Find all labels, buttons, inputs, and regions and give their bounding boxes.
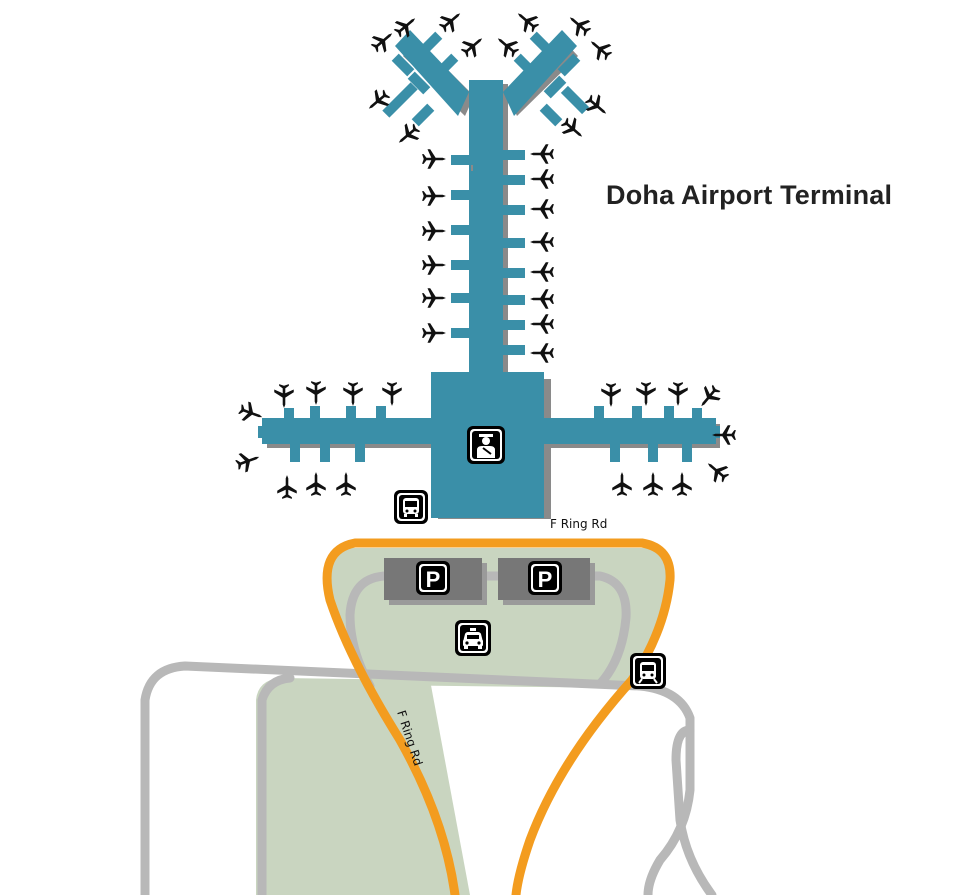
airplane-icon [422, 323, 446, 343]
airplane-icon [306, 381, 326, 405]
airplane-icon [530, 343, 554, 363]
airplane-icon [701, 455, 733, 487]
airplane-icon [557, 113, 589, 145]
airplane-icon [422, 288, 446, 308]
airplane-icon [530, 262, 554, 282]
parking-label: P [538, 567, 553, 592]
airplane-icon [367, 25, 399, 57]
airplane-icon [422, 255, 446, 275]
check-in-icon[interactable] [467, 426, 505, 464]
service-road-right-inner [671, 725, 717, 895]
airplane-icon [584, 33, 616, 65]
ring-road [322, 538, 675, 895]
airplane-icon [693, 381, 725, 413]
parking-icon[interactable]: P [528, 561, 562, 595]
airplane-icon [491, 30, 523, 62]
taxi-icon[interactable] [455, 620, 491, 656]
terminal-building [258, 30, 720, 519]
airplane-icon [530, 169, 554, 189]
airplane-icon [636, 382, 656, 406]
airplane-icon [530, 289, 554, 309]
airplane-icon [530, 144, 554, 164]
ring-road-label-top: F Ring Rd [550, 517, 607, 531]
airplane-icon [457, 30, 489, 62]
parking-icon[interactable]: P [416, 561, 450, 595]
landside-area [140, 538, 717, 895]
airplane-icon [382, 382, 402, 406]
metro-train-icon[interactable] [630, 653, 666, 689]
airplane-icon [672, 472, 692, 496]
airplane-icon [530, 314, 554, 334]
airplane-icon [422, 186, 446, 206]
airplane-icon [530, 199, 554, 219]
airplane-icon [422, 221, 446, 241]
airplane-icon [336, 472, 356, 496]
airplane-icon [233, 447, 263, 475]
parking-label: P [426, 567, 441, 592]
airplane-icon [422, 149, 446, 169]
airplane-icon [277, 475, 297, 499]
airplane-icon [563, 9, 595, 41]
airplane-icon [612, 472, 632, 496]
airplane-icon [343, 382, 363, 406]
airplane-icon [668, 382, 688, 406]
bus-icon[interactable] [394, 490, 428, 524]
airplane-icon [530, 232, 554, 252]
airplane-icon [435, 5, 467, 37]
airplane-icon [601, 383, 621, 407]
green-area-lower [256, 678, 470, 895]
airplane-icon [274, 384, 294, 408]
airplane-icon [511, 5, 543, 37]
service-road-inner-left [257, 673, 295, 895]
airplane-icon [306, 472, 326, 496]
airplane-icon [643, 472, 663, 496]
airplane-icon [236, 399, 266, 427]
map-title: Doha Airport Terminal [606, 180, 893, 210]
service-road-outer-left [140, 661, 645, 895]
